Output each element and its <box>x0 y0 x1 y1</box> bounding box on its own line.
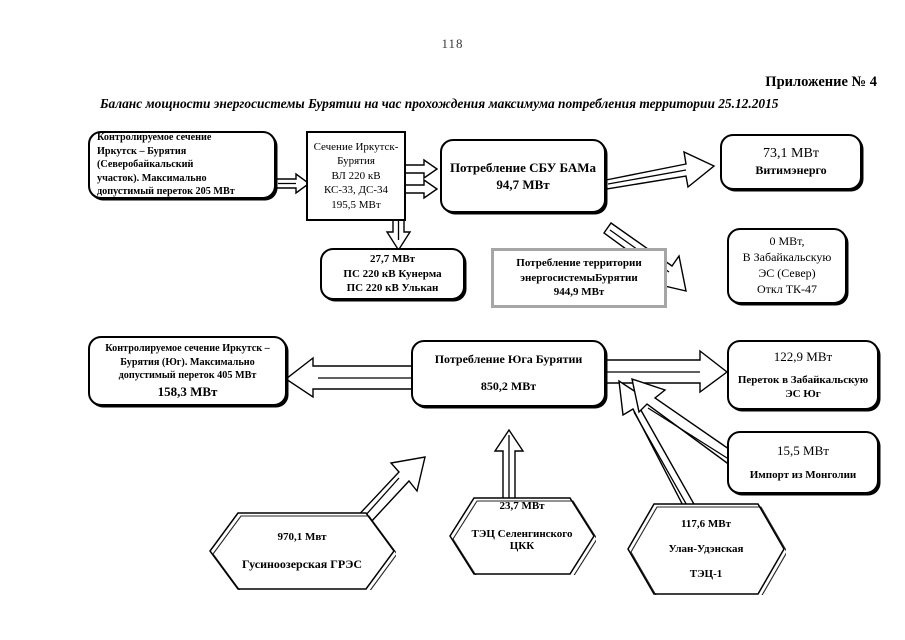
diagram-subtitle: Баланс мощности энергосистемы Бурятии на… <box>100 96 779 111</box>
node-line: Витимэнерго <box>755 163 827 178</box>
node-ps-kunerma-ulkan[interactable]: 27,7 МВт ПС 220 кВ Кунерма ПС 220 кВ Уль… <box>320 248 465 300</box>
arrow-selenga-to-south <box>493 428 525 504</box>
node-line: допустимый переток 405 МВт <box>118 370 257 382</box>
hexagon-shape <box>209 512 396 590</box>
node-line: ЭС Юг <box>785 388 821 401</box>
arrow-sbu-to-vitimenergo <box>605 150 716 190</box>
hexagon-label: 23,7 МВт ТЭЦ Селенгинского ЦКК <box>448 497 596 578</box>
node-sbu-bama[interactable]: Потребление СБУ БАМа 94,7 МВт <box>440 139 606 213</box>
node-line: В Забайкальскую <box>742 250 832 265</box>
node-line: ЭС (Север) <box>758 266 816 280</box>
node-line: 944,9 МВт <box>553 286 605 299</box>
node-irkutsk-buryatia-south[interactable]: Контролируемое сечение Иркутск – Бурятия… <box>88 336 287 406</box>
node-line: 94,7 МВт <box>496 177 550 192</box>
arrow-south-to-irkutsk-south <box>284 356 415 399</box>
node-line: (Северобайкальский <box>97 159 194 171</box>
node-line: ЦКК <box>509 540 535 552</box>
node-line: 122,9 МВт <box>773 349 833 365</box>
node-line: ВЛ 220 кВ <box>331 169 381 182</box>
node-line: 195,5 МВт <box>331 198 381 211</box>
node-line: Бурятия <box>337 155 375 168</box>
hexagon-shape <box>449 497 596 575</box>
node-line: 117,6 МВт <box>680 518 731 530</box>
appendix-label: Приложение № 4 <box>765 74 877 90</box>
node-south-buryatia-consumption[interactable]: Потребление Юга Бурятии 850,2 МВт <box>411 340 606 407</box>
node-line: ПС 220 кВ Кунерма <box>343 267 442 280</box>
hexagon-label: 117,6 МВт Улан-Удэнская ТЭЦ-1 <box>626 503 786 595</box>
node-line: 158,3 МВт <box>157 383 218 399</box>
hexagon-label: 970,1 Мвт Гусиноозерская ГРЭС <box>208 512 396 590</box>
node-ulan-ude-tec1[interactable]: 117,6 МВт Улан-Удэнская ТЭЦ-1 <box>626 503 786 595</box>
arrow-section-to-sbu <box>404 158 439 200</box>
node-line: Сечение Иркутск- <box>313 140 399 153</box>
page-number: 118 <box>441 36 464 51</box>
node-territory-consumption[interactable]: Потребление территории энергосистемыБуря… <box>491 248 667 308</box>
node-line: Потребление Юга Бурятии <box>434 352 583 367</box>
node-line: участок). Максимально <box>97 172 207 184</box>
node-line: Откл ТК-47 <box>756 281 818 296</box>
node-line: ТЭЦ-1 <box>689 568 723 580</box>
node-line: Переток в Забайкальскую <box>737 373 869 386</box>
node-tec-selenginskogo[interactable]: 23,7 МВт ТЭЦ Селенгинского ЦКК <box>448 497 596 575</box>
node-line: Бурятия (Юг). Максимально <box>120 356 255 368</box>
node-line: ПС 220 кВ Улькан <box>346 282 439 295</box>
node-line: 27,7 МВт <box>369 253 416 266</box>
node-import-mongolia[interactable]: 15,5 МВт Импорт из Монголии <box>727 431 879 494</box>
node-line: 23,7 МВт <box>499 500 545 512</box>
node-line: Контролируемое сечение Иркутск – <box>105 343 270 355</box>
arrow-north-to-section <box>275 172 311 195</box>
node-line: 73,1 МВт <box>763 145 819 161</box>
node-line: допустимый переток 205 МВт <box>97 186 235 198</box>
node-line: энергосистемыБурятии <box>520 271 638 284</box>
node-peretok-zabaikalskaya-south[interactable]: 122,9 МВт Переток в Забайкальскую ЭС Юг <box>727 340 879 410</box>
node-line: 850,2 МВт <box>480 379 537 393</box>
node-line: ТЭЦ Селенгинского <box>471 528 573 540</box>
node-line: Потребление СБУ БАМа <box>449 159 597 175</box>
arrow-ulanude-to-south <box>618 379 700 521</box>
node-vitimenergo[interactable]: 73,1 МВт Витимэнерго <box>720 134 862 190</box>
node-line: 15,5 МВт <box>777 443 829 459</box>
node-line: 0 МВт, <box>769 234 805 249</box>
node-line: Иркутск – Бурятия <box>97 145 187 157</box>
node-line: Улан-Удэнская <box>668 543 744 555</box>
node-line: 970,1 Мвт <box>277 530 327 543</box>
node-line: Контролируемое сечение <box>97 132 212 144</box>
node-zabaikalskaya-north[interactable]: 0 МВт, В Забайкальскую ЭС (Север) Откл Т… <box>727 228 847 304</box>
node-gusinoozerskaya-gres[interactable]: 970,1 Мвт Гусиноозерская ГРЭС <box>208 512 396 590</box>
hexagon-shape <box>627 503 786 595</box>
node-irkutsk-buryatia-north[interactable]: Контролируемое сечение Иркутск – Бурятия… <box>88 131 276 199</box>
node-line: Потребление территории <box>516 257 642 270</box>
node-line: Импорт из Монголии <box>749 469 857 482</box>
node-line: КС-33, ДС-34 <box>323 184 389 197</box>
node-section-irkutsk-buryatia[interactable]: Сечение Иркутск- Бурятия ВЛ 220 кВ КС-33… <box>306 131 406 221</box>
node-line: Гусиноозерская ГРЭС <box>241 556 363 571</box>
